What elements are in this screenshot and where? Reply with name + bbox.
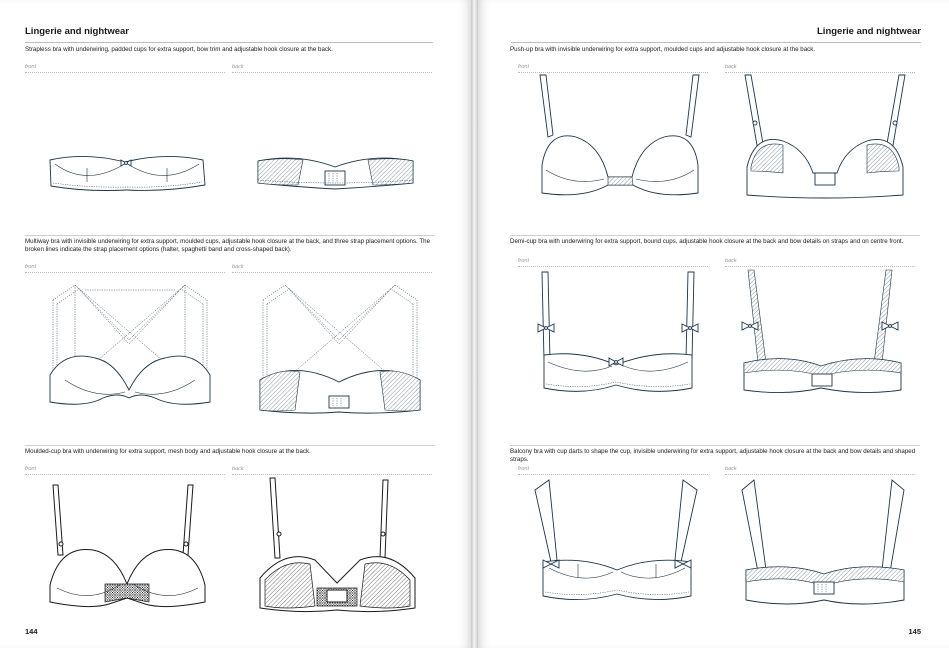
back-label: back <box>725 466 737 472</box>
view-divider <box>25 72 225 73</box>
separator <box>25 445 435 446</box>
separator <box>510 445 920 446</box>
back-label: back <box>232 264 244 270</box>
bow-icon <box>537 323 555 333</box>
back-label: back <box>232 64 244 70</box>
view-divider <box>232 72 432 73</box>
front-label: front <box>518 258 530 264</box>
caption-moulded-cup-bra: Moulded-cup bra with underwiring for ext… <box>25 448 311 455</box>
bow-icon <box>542 559 560 569</box>
multiway-bra-back-sketch <box>259 284 421 414</box>
front-label: front <box>25 466 37 472</box>
balcony-bra-front-sketch <box>534 479 698 601</box>
separator <box>510 235 920 236</box>
separator <box>25 235 435 236</box>
page-title: Lingerie and nightwear <box>25 26 129 37</box>
right-page: Lingerie and nightwear Push-up bra with … <box>478 0 949 648</box>
caption-push-up-bra: Push-up bra with invisible underwiring f… <box>510 46 816 53</box>
front-label: front <box>518 64 530 70</box>
view-divider <box>518 266 708 267</box>
view-divider <box>725 474 915 475</box>
back-label: back <box>725 64 737 70</box>
entry-push-up-bra: Push-up bra with invisible underwiring f… <box>510 46 920 54</box>
book-gutter <box>471 0 478 648</box>
view-divider <box>725 266 915 267</box>
entry-demi-cup-bra: Demi-cup bra with underwiring for extra … <box>510 235 920 246</box>
strapless-bra-front-sketch <box>49 155 206 191</box>
page-number: 145 <box>908 627 921 636</box>
title-rule <box>511 42 921 43</box>
bow-icon <box>120 159 132 167</box>
push-up-bra-front-sketch <box>539 74 700 196</box>
page-number: 144 <box>25 627 38 636</box>
push-up-bra-back-sketch <box>744 74 906 199</box>
view-divider <box>518 72 708 73</box>
entry-balcony-bra: Balcony bra with cup darts to shape the … <box>510 445 920 464</box>
title-rule <box>25 42 433 43</box>
entry-multiway-bra: Multiway bra with invisible underwiring … <box>25 235 435 254</box>
view-divider <box>518 474 708 475</box>
bow-icon <box>681 323 699 333</box>
bow-icon <box>881 321 899 331</box>
moulded-cup-bra-front-sketch <box>49 484 206 608</box>
front-label: front <box>518 466 530 472</box>
entry-strapless-bra: Strapless bra with underwiring, padded c… <box>25 46 435 54</box>
entry-moulded-cup-bra: Moulded-cup bra with underwiring for ext… <box>25 445 435 456</box>
view-divider <box>232 474 432 475</box>
multiway-bra-front-sketch <box>49 284 211 405</box>
view-divider <box>25 474 225 475</box>
demi-cup-bra-back-sketch <box>741 269 902 394</box>
left-page: Lingerie and nightwear Strapless bra wit… <box>0 0 471 648</box>
view-divider <box>725 72 915 73</box>
bow-icon <box>674 559 692 569</box>
front-label: front <box>25 264 37 270</box>
page-title: Lingerie and nightwear <box>817 26 921 37</box>
caption-demi-cup-bra: Demi-cup bra with underwiring for extra … <box>510 238 904 245</box>
balcony-bra-back-sketch <box>741 479 905 605</box>
bow-icon <box>608 357 624 367</box>
caption-multiway-bra: Multiway bra with invisible underwiring … <box>25 238 431 254</box>
view-divider <box>25 272 225 273</box>
back-label: back <box>232 466 244 472</box>
back-label: back <box>725 258 737 264</box>
moulded-cup-bra-back-sketch <box>259 477 416 613</box>
strapless-bra-back-sketch <box>257 157 414 190</box>
demi-cup-bra-front-sketch <box>537 271 699 392</box>
front-label: front <box>25 64 37 70</box>
caption-balcony-bra: Balcony bra with cup darts to shape the … <box>510 448 916 464</box>
bow-icon <box>741 321 759 331</box>
view-divider <box>232 272 432 273</box>
caption-strapless-bra: Strapless bra with underwiring, padded c… <box>25 46 333 53</box>
